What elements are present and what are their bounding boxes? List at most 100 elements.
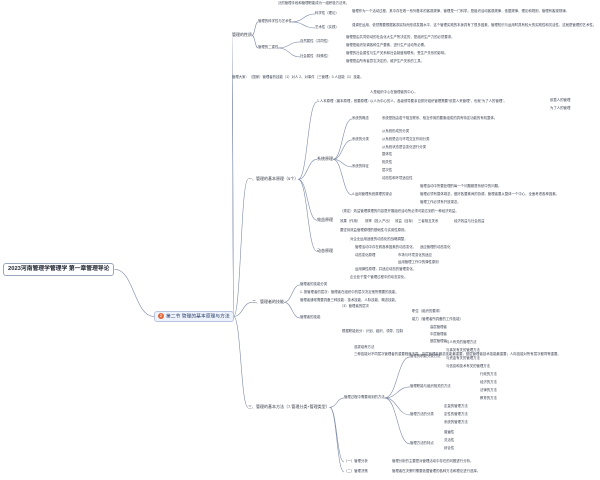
connector-line xyxy=(233,178,249,317)
skills-b2: 能力（管理者所具备的工作技能） xyxy=(412,317,463,321)
mgmt-nature-node[interactable]: 管理的性质 xyxy=(232,32,252,37)
connector-line xyxy=(298,178,318,221)
natural-attr-node[interactable]: 自然属性（共同性） xyxy=(300,39,331,43)
dual-nature-node[interactable]: 管理的二重性 xyxy=(258,45,279,49)
system-principle-node[interactable]: 系统原理 xyxy=(317,156,333,161)
mgmt-decision-text: 管理者在决策时需要依据管理的各种方法和理论进行选择。 xyxy=(392,469,481,473)
dyn-c: 动态变化原理 xyxy=(355,253,376,257)
m3-2: 定性的管理方法 xyxy=(444,412,468,416)
connector-line xyxy=(233,316,249,408)
m2-4: 教育的方法 xyxy=(480,396,497,400)
connector-line xyxy=(297,101,318,180)
skills-c5: 选拔培养方法 xyxy=(354,345,375,349)
skills-a1: 1. 按管理者的层次：管理者在组织中的层次决定他所需要的技能。 xyxy=(300,290,399,294)
m4-3: 综合性 xyxy=(444,446,455,450)
skills-c3: 中层管理者 xyxy=(430,332,447,336)
people-rely: 依靠人的管理 xyxy=(550,98,571,102)
dyn-b1: 适应管理的动态变化 xyxy=(420,245,451,249)
methods-org-node[interactable]: 管理职能与组织相关的方法 xyxy=(410,384,451,388)
eff-e: 经济效益与社会效益 xyxy=(454,219,485,223)
people-for: 为了人的管理 xyxy=(550,106,571,110)
methods-process-node[interactable]: 管理过程中需要用到的方法 xyxy=(344,395,385,399)
art-text: 强调在运用，依然需要根据客观实际而形成发展水平，这个管理实践的本身具有了很多因素… xyxy=(352,23,597,27)
connector-line xyxy=(114,269,155,317)
sys-feature-3: 层次性 xyxy=(382,168,393,172)
people-principle-node[interactable]: 1.人本原理（最本原理，首要原理） xyxy=(317,99,371,103)
m1-1: 与人有关的管理方法 xyxy=(446,340,477,344)
m2-3: 法律的方法 xyxy=(480,388,497,392)
dyn-e: 企业处于整个管理过程中的动态变化。 xyxy=(350,275,408,279)
social-attr-node[interactable]: 社会属性（特殊性） xyxy=(300,54,331,58)
connector-line xyxy=(384,397,411,445)
science-node[interactable]: 科学性（理论） xyxy=(315,11,339,15)
skills-c4: 基层管理者 xyxy=(430,339,447,343)
connector-line xyxy=(298,158,318,180)
dyn-a: 对企业运用适度的动态化的战略调整， xyxy=(350,237,408,241)
sys-class-c: 从系统状态是否变化进行分类 xyxy=(382,145,427,149)
root-node[interactable]: 2023河南管理学管理学 第一章管理导论 xyxy=(3,263,115,276)
m4-2: 灵活性 xyxy=(444,438,455,442)
m1-3: 与资金有关的管理方法 xyxy=(446,356,480,360)
m1-4: 与信息和技术有关的管理方法 xyxy=(446,364,491,368)
mgmt-science-art-node[interactable]: 管理的科学性与艺术性 xyxy=(258,19,292,23)
sys-feature-1: 整体性 xyxy=(382,152,393,156)
connector-line xyxy=(251,21,259,36)
connector-line xyxy=(384,386,411,399)
m3-3: 系统的管理方法 xyxy=(444,420,468,424)
methods-class-node[interactable]: 管理方法的分类 xyxy=(410,412,434,416)
eff-a: 效果（作用） xyxy=(340,219,361,223)
top-intro: 泛的管理手段和管理职能成为一组积极方法来。 xyxy=(278,1,350,5)
sys-concept-text: 系统是指由若干相互联系、相互作用的要素组成的具有特定功能的有机整体。 xyxy=(382,116,498,120)
mgmt-analysis-node[interactable]: （一）管理分析 xyxy=(344,459,368,463)
section-number-badge: 2 xyxy=(158,313,164,319)
skills-a2: 管理者通常需要具备三种技能：技术技能，人际技能，概念技能。 xyxy=(300,298,399,302)
social-text-a: 管理的社会属性与生产关系和社会制度相联系，受生产关系的影响。 xyxy=(346,51,448,55)
s3-methods-node[interactable]: 三、管理的基本方法（7.管理分类+管理类型） xyxy=(248,404,330,409)
skills-c2: 高层管理者 xyxy=(430,325,447,329)
skills-c1: 根据职能划分：计划、组织、领导、控制 xyxy=(342,329,404,333)
intro-line: 管理大家：（国家）管理者的技能（1）对人 2、对事件（三管理）3 人技能（1）技… xyxy=(232,75,364,79)
m2-1: 行政的方法 xyxy=(480,372,497,376)
connector-line xyxy=(332,158,353,168)
sys-class-node[interactable]: 系统的分类 xyxy=(352,137,369,141)
connector-line xyxy=(329,397,345,408)
effect-text: （规定）效益管理原理的内容是开展组织活动所必须可能达到的一种经济效益。 xyxy=(340,209,459,213)
connector-line xyxy=(231,77,235,317)
connector-line xyxy=(297,178,318,252)
s2-skills-node[interactable]: 二、管理者的技能 xyxy=(252,299,284,304)
dyn-c2: 运用管理工作中的弹性原则 xyxy=(398,260,439,264)
connector-line xyxy=(283,284,301,303)
s1-principles-node[interactable]: 一、管理的基本原理（5个） xyxy=(248,176,299,181)
methods-feature-node[interactable]: 管理方法的特点 xyxy=(410,441,434,445)
connector-line xyxy=(384,356,411,399)
mgmt-decision-node[interactable]: （二）管理决策 xyxy=(344,469,368,473)
natural-text-a: 管理是由共同劳动的社会化大生产所决定的，是组织生产力的必然要求。 xyxy=(346,35,455,39)
connector-line xyxy=(384,397,411,416)
connector-line xyxy=(233,301,253,317)
m1-2: 与事务有关的管理方法 xyxy=(446,348,480,352)
art-node[interactable]: 艺术性（实践） xyxy=(315,25,339,29)
connector-line xyxy=(291,21,316,29)
m2-2: 经济的方法 xyxy=(480,380,497,384)
dyn-d: 运用弹性原理，并适应动态的管理变化。 xyxy=(355,267,417,271)
m4-1: 普遍性 xyxy=(444,430,455,434)
dyn-c1: 市场与环境变化的适应 xyxy=(398,253,432,257)
skills-node[interactable]: 管理者的技能 xyxy=(300,315,321,319)
connector-line xyxy=(278,41,301,49)
connector-line xyxy=(329,406,345,473)
methods-func-node[interactable]: 管理的职能分类方法 xyxy=(410,354,441,358)
connector-line xyxy=(332,118,353,160)
sys-concept-node[interactable]: 系统的概念 xyxy=(352,116,369,120)
dynamic-principle-node[interactable]: 动态原理 xyxy=(317,248,333,253)
effect-principle-node[interactable]: 效益原理 xyxy=(317,217,333,222)
mgmt-analysis-text: 管理分析的主要是对管理活动中存在的问题进行分析。 xyxy=(392,459,474,463)
science-text: 管理作为一个活动过程，其中存在着一系列基本的客观规律，管理是一门科学。是组织活动… xyxy=(352,9,569,13)
eff-d: 三者相互关系 xyxy=(418,219,439,223)
sys-class-b: 从系统是否与环境交互作用分类 xyxy=(382,137,430,141)
skills-class-node[interactable]: 管理者的技能分类 xyxy=(300,282,328,286)
sys-view-node[interactable]: 4.运用管理系统原理的观点 xyxy=(352,192,393,196)
sys-feature-node[interactable]: 系统的特征 xyxy=(352,164,369,168)
natural-text-b: 管理是组织协调各种生产要素，进行生产活动所必需。 xyxy=(346,43,428,47)
